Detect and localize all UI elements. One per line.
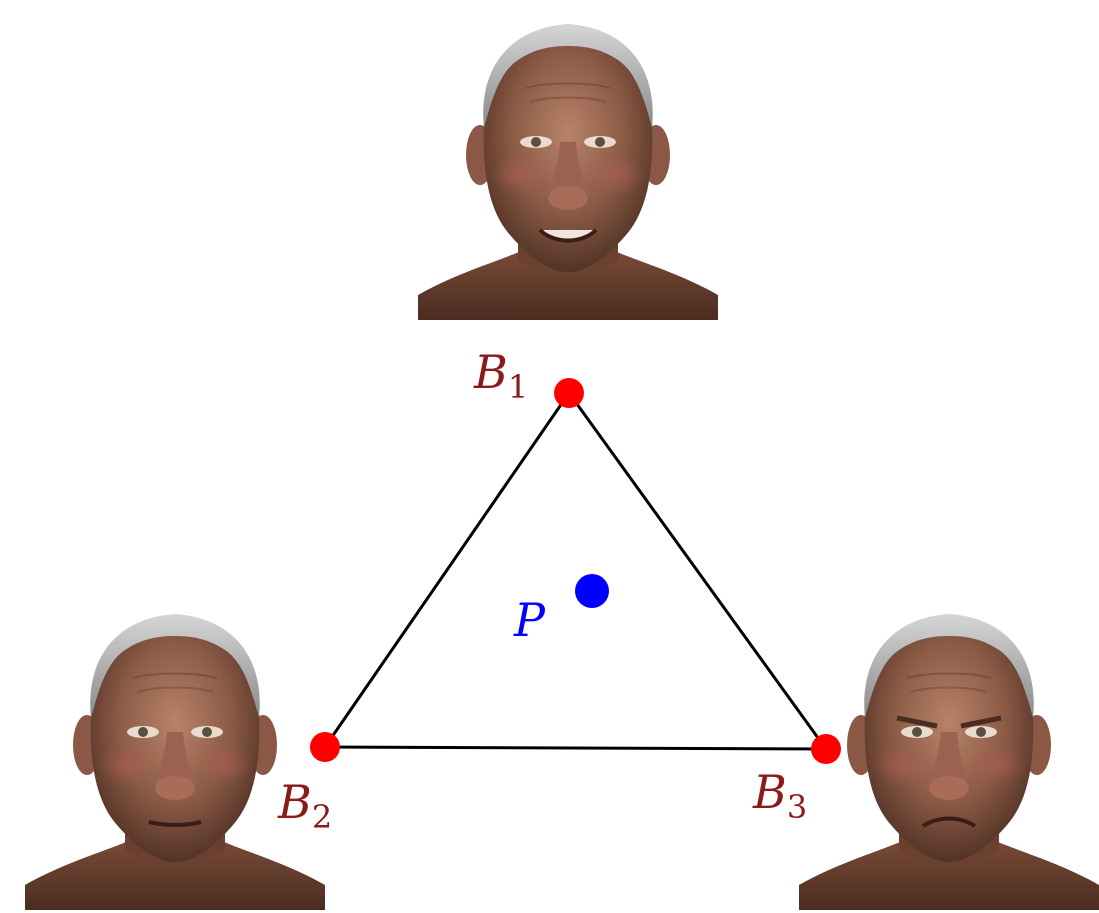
vertex-b1-dot	[554, 378, 584, 408]
mouth-neutral	[148, 820, 202, 827]
mouth-smile	[538, 228, 598, 243]
point-p-dot	[575, 574, 609, 608]
vertex-b2-dot	[310, 732, 340, 762]
face-portrait-smiling	[417, 23, 719, 321]
triangle-edge-b1-b2	[323, 391, 571, 749]
vertex-b2-label: B2	[277, 775, 332, 836]
brow-furrow	[896, 715, 1002, 729]
vertex-b3-dot	[811, 734, 841, 764]
triangle-edge-b2-b3	[323, 745, 828, 751]
triangle-edge-b1-b3	[567, 391, 828, 751]
vertex-b1-label: B1	[473, 345, 528, 406]
point-p-label: P	[513, 593, 546, 647]
face-portrait-frowning	[798, 613, 1099, 911]
vertex-b3-label: B3	[752, 765, 807, 826]
face-portrait-neutral	[24, 613, 326, 911]
mouth-frown	[921, 816, 977, 828]
